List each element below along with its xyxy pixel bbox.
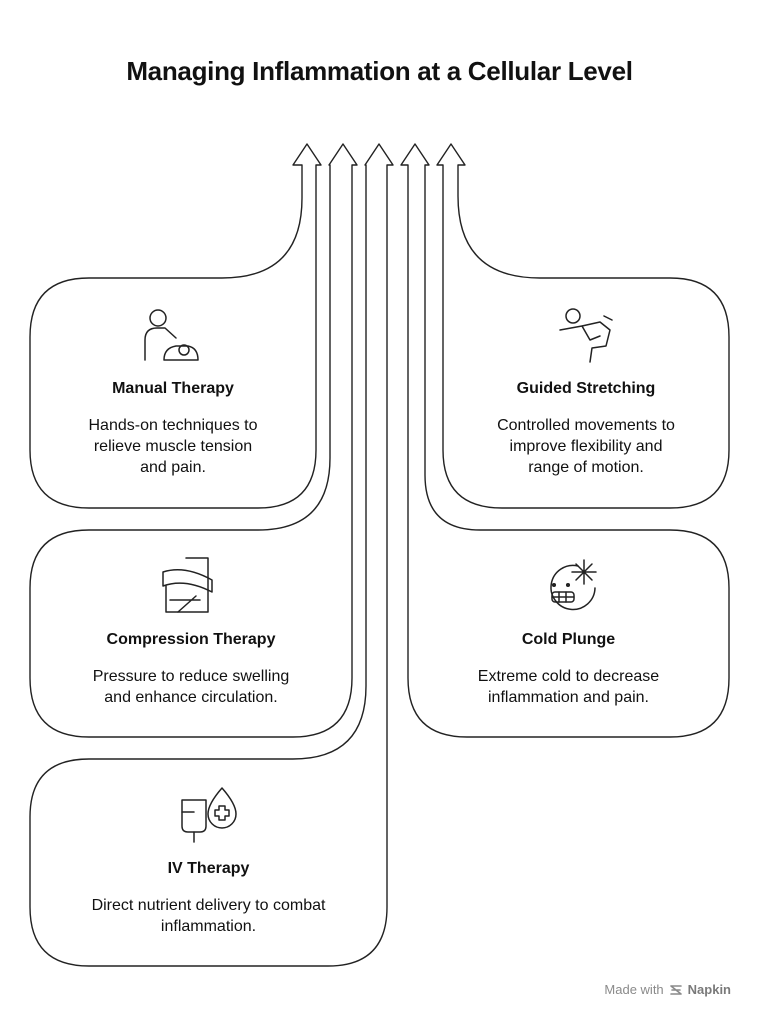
stretching-person-icon [559, 308, 613, 363]
iv-drip-icon [181, 787, 237, 843]
description-line: Pressure to reduce swelling [92, 668, 290, 685]
description-line: inflammation. [160, 918, 257, 935]
description-line: Direct nutrient delivery to combat [91, 897, 326, 914]
manual-therapy-description: Hands-on techniques to relieve muscle te… [30, 415, 316, 478]
cold-plunge-description: Extreme cold to decrease inflammation an… [408, 666, 729, 708]
description-line: Controlled movements to [497, 417, 675, 434]
guided-stretching-description: Controlled movements to improve flexibil… [443, 415, 729, 478]
description-line: Extreme cold to decrease [477, 668, 660, 685]
footer-attribution[interactable]: Made with Napkin [604, 982, 731, 997]
guided-stretching-title: Guided Stretching [516, 380, 656, 397]
description-line: improve flexibility and [509, 438, 663, 455]
arrow-guided-stretching [436, 143, 730, 509]
arrow-manual-therapy [29, 143, 322, 509]
footer-prefix: Made with [604, 982, 664, 997]
description-line: Hands-on techniques to [88, 417, 258, 434]
description-line: inflammation and pain. [488, 689, 649, 706]
cold-plunge-title: Cold Plunge [521, 631, 616, 648]
description-line: range of motion. [528, 459, 644, 476]
compression-therapy-title: Compression Therapy [106, 631, 276, 648]
description-line: and enhance circulation. [104, 689, 278, 706]
arrow-cold-plunge [400, 143, 730, 738]
page-title: Managing Inflammation at a Cellular Leve… [126, 56, 633, 86]
freezing-face-icon [550, 559, 597, 611]
iv-therapy-description: Direct nutrient delivery to combat infla… [30, 895, 387, 937]
napkin-logo-icon [669, 984, 682, 995]
footer-brand: Napkin [687, 982, 731, 997]
compression-therapy-description: Pressure to reduce swelling and enhance … [30, 666, 352, 708]
iv-therapy-title: IV Therapy [167, 860, 250, 877]
arrow-iv-therapy [29, 143, 394, 967]
bandage-icon [162, 557, 213, 613]
description-line: and pain. [140, 459, 206, 476]
description-line: relieve muscle tension [93, 438, 253, 455]
manual-therapy-title: Manual Therapy [112, 380, 234, 397]
arrow-compression-therapy [29, 143, 358, 738]
massage-icon [144, 309, 199, 361]
